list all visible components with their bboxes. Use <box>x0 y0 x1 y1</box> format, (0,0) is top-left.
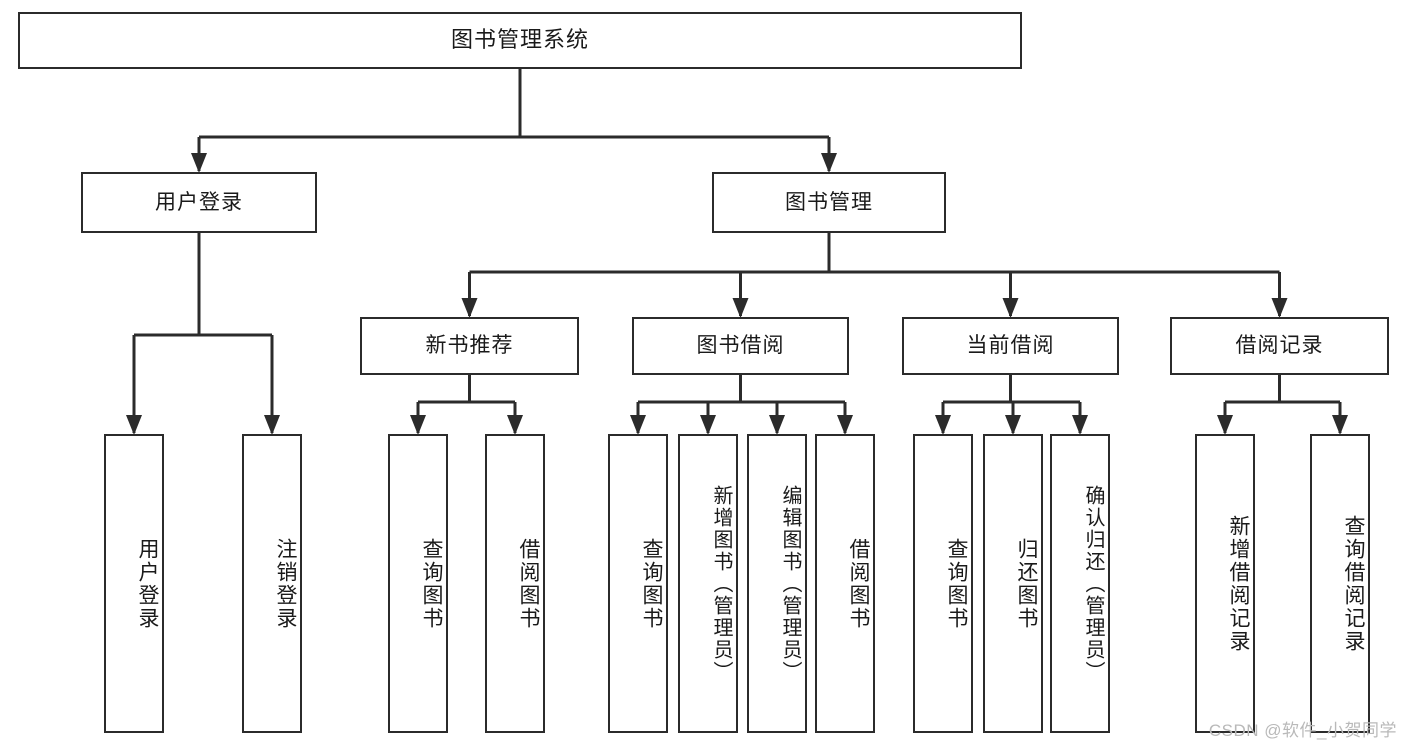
leaf-user-login[interactable]: 用户登录 <box>104 434 164 733</box>
node-label: 用户登录 <box>155 190 243 214</box>
node-label: 新书推荐 <box>425 334 514 358</box>
node-label: 图书管理 <box>785 190 873 214</box>
csdn-watermark: CSDN @软件_小贺同学 <box>1208 721 1397 740</box>
leaf-query-book-current[interactable]: 查询图书 <box>913 434 973 733</box>
node-label: 当前借阅 <box>966 334 1055 358</box>
leaf-borrow-book-recommend[interactable]: 借阅图书 <box>485 434 545 733</box>
leaf-confirm-return-admin[interactable]: 确认归还（管理员） <box>1050 434 1110 733</box>
node-label: 编辑图书（管理员） <box>779 484 801 683</box>
node-current-borrow[interactable]: 当前借阅 <box>902 317 1119 375</box>
node-label: 查询图书 <box>420 537 443 630</box>
leaf-edit-book-admin[interactable]: 编辑图书（管理员） <box>747 434 807 733</box>
leaf-add-book-admin[interactable]: 新增图书（管理员） <box>678 434 738 733</box>
node-label: 借阅图书 <box>517 537 540 630</box>
leaf-borrow-book[interactable]: 借阅图书 <box>815 434 875 733</box>
node-borrow-record[interactable]: 借阅记录 <box>1170 317 1389 375</box>
node-book-management[interactable]: 图书管理 <box>712 172 946 233</box>
leaf-query-book-recommend[interactable]: 查询图书 <box>388 434 448 733</box>
leaf-add-borrow-record[interactable]: 新增借阅记录 <box>1195 434 1255 733</box>
node-label: 确认归还（管理员） <box>1082 484 1104 683</box>
node-new-book-recommend[interactable]: 新书推荐 <box>360 317 579 375</box>
node-label: 新增借阅记录 <box>1227 514 1250 653</box>
node-label: 归还图书 <box>1015 537 1038 630</box>
leaf-logout[interactable]: 注销登录 <box>242 434 302 733</box>
node-book-borrow[interactable]: 图书借阅 <box>632 317 849 375</box>
node-label: 查询借阅记录 <box>1342 514 1365 653</box>
node-label: 用户登录 <box>136 537 159 630</box>
node-user-login[interactable]: 用户登录 <box>81 172 317 233</box>
node-label: 查询图书 <box>945 537 968 630</box>
node-label: 借阅记录 <box>1235 334 1324 358</box>
leaf-query-book-borrow[interactable]: 查询图书 <box>608 434 668 733</box>
node-label: 图书借阅 <box>696 334 785 358</box>
node-label: 图书管理系统 <box>450 27 589 53</box>
node-label: 借阅图书 <box>847 537 870 630</box>
node-label: 查询图书 <box>640 537 663 630</box>
node-label: 新增图书（管理员） <box>710 484 732 683</box>
leaf-query-borrow-record[interactable]: 查询借阅记录 <box>1310 434 1370 733</box>
node-label: 注销登录 <box>274 537 297 630</box>
leaf-return-book[interactable]: 归还图书 <box>983 434 1043 733</box>
node-root[interactable]: 图书管理系统 <box>18 12 1022 69</box>
